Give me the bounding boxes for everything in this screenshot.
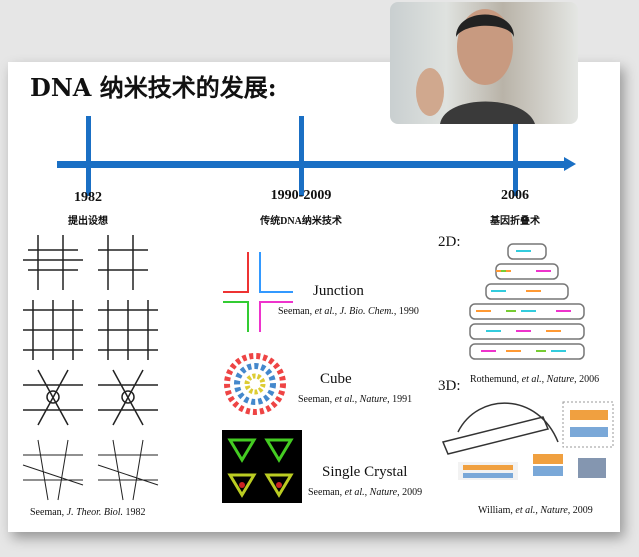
origami-3d-citation: William, et al., Nature, 2009	[478, 505, 593, 516]
junction-illustration	[223, 252, 293, 332]
timeline-tick-1990	[299, 116, 304, 196]
slide-title: DNA 纳米技术的发展:	[30, 73, 277, 102]
cube-illustration	[224, 353, 286, 415]
lattice-8	[97, 439, 159, 501]
subtitle-1990-2009: 传统DNA纳米技术	[260, 216, 342, 227]
year-2006: 2006	[501, 188, 529, 203]
timeline-tick-2006	[513, 116, 518, 196]
lattice-5	[23, 369, 83, 426]
cube-citation: Seeman, et al., Nature, 1991	[298, 394, 413, 405]
citation-1982: Seeman, J. Theor. Biol. 1982	[30, 507, 146, 518]
timeline-axis	[57, 161, 565, 168]
timeline-arrow-head	[564, 157, 576, 171]
lattice-7	[22, 439, 84, 501]
presenter-video-icon	[416, 9, 535, 124]
label-3d: 3D:	[438, 378, 461, 394]
junction-citation: Seeman, et al., J. Bio. Chem., 1990	[278, 306, 419, 317]
presentation-slide: DNA 纳米技术的发展: 1982 提出设想 1990-2009 传统DNA纳米…	[8, 62, 620, 532]
subtitle-2006: 基因折叠术	[490, 216, 540, 227]
timeline-tick-1982	[86, 116, 91, 196]
webcam-video-overlay[interactable]	[390, 2, 578, 124]
junction-label: Junction	[313, 283, 364, 299]
lattice-6	[98, 369, 158, 426]
subtitle-1982: 提出设想	[68, 216, 108, 227]
year-1982: 1982	[74, 190, 102, 205]
single-crystal-label: Single Crystal	[322, 464, 408, 480]
single-crystal-illustration	[222, 430, 302, 503]
dna-origami-2d-illustration	[469, 243, 585, 360]
cube-label: Cube	[320, 371, 352, 387]
lattice-1	[23, 235, 83, 290]
origami-2d-citation: Rothemund, et al., Nature, 2006	[470, 374, 600, 385]
lattice-illustrations	[22, 235, 159, 501]
lattice-3	[23, 300, 83, 360]
year-1990-2009: 1990-2009	[270, 188, 332, 203]
label-2d: 2D:	[438, 234, 461, 250]
single-crystal-citation: Seeman, et al., Nature, 2009	[308, 487, 423, 498]
dna-origami-3d-illustration	[441, 401, 614, 480]
lattice-4	[98, 300, 158, 360]
lattice-2	[98, 235, 148, 290]
